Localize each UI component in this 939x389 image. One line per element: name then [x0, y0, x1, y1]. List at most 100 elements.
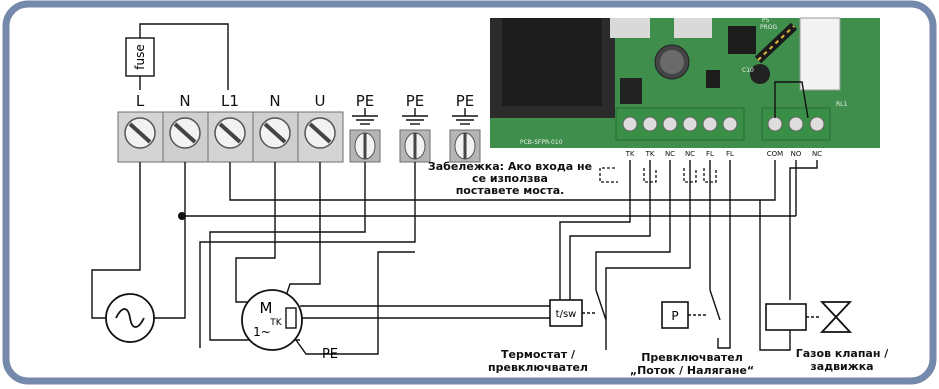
pressure-caption-1: Превключвател	[641, 351, 743, 364]
motor-phase: 1~	[253, 325, 271, 339]
transistor-1	[620, 78, 642, 104]
screw-U	[304, 117, 336, 149]
wire-pe-1	[209, 162, 366, 341]
pressure-caption-2: „Поток / Налягане“	[630, 364, 754, 377]
terminal-label-L1: L1	[221, 92, 239, 110]
terminal-label-PE3: PE	[456, 92, 475, 110]
wire-pe-2	[199, 162, 416, 348]
pin-label-4: NC	[685, 150, 695, 158]
thermostat-contact	[595, 289, 607, 321]
pcb-screw-7	[767, 116, 783, 132]
terminal-label-PE2: PE	[406, 92, 425, 110]
thermostat-caption-1: Термостат /	[501, 348, 576, 361]
pe-terminal-1	[349, 129, 381, 163]
pcb-model: PCB-SFPR-010	[520, 139, 563, 146]
pe-terminal-3	[449, 129, 481, 163]
pressure-box-label: P	[671, 309, 678, 323]
pcb-screw-9	[809, 116, 825, 132]
relay-loop-wire	[774, 81, 809, 119]
thermal-protector-icon	[285, 307, 297, 329]
junction-dot	[178, 212, 186, 220]
terminal-label-L: L	[136, 92, 145, 110]
pin-label-8: NO	[791, 150, 802, 158]
pcb-screw-6	[722, 116, 738, 132]
pin-label-7: COM	[767, 150, 783, 158]
gas-valve	[765, 301, 853, 333]
cap-label: C10	[742, 67, 754, 74]
fuse-label: fuse	[133, 44, 147, 69]
programming-lead-stripe	[757, 25, 795, 61]
relay-body	[799, 17, 841, 91]
screw-N	[169, 117, 201, 149]
pressure-box	[661, 301, 689, 329]
wire-nc-1	[595, 160, 671, 290]
bridge-marker-1	[599, 167, 618, 183]
ground-icon	[452, 108, 478, 125]
gas-valve-coil	[765, 303, 807, 331]
microcontroller-chip	[728, 26, 756, 54]
ground-icon	[352, 108, 378, 125]
screw-L	[124, 117, 156, 149]
thermostat-box-label: t/sw	[556, 309, 577, 320]
motor-circle	[241, 289, 303, 351]
note-line-1: Забележка: Ако входа не	[428, 160, 592, 173]
pin-label-3: NC	[665, 150, 675, 158]
fuse-symbol	[125, 37, 155, 77]
pcb-screw-8	[788, 116, 804, 132]
note-line-2: се използва	[472, 172, 548, 185]
motor-tk-label: TK	[269, 318, 282, 328]
terminal-label-N2: N	[269, 92, 280, 110]
relay-label: RL1	[836, 101, 848, 108]
wire-tk-2	[300, 160, 651, 319]
wire-source-n	[152, 216, 186, 319]
wire-l1-com	[229, 160, 776, 201]
gas-caption-1: Газов клапан /	[796, 347, 890, 360]
wire-nc-2	[605, 160, 691, 350]
screw-N2	[259, 117, 291, 149]
ic-small	[706, 70, 720, 88]
pin-label-6: FL	[726, 150, 734, 158]
motor-pe-label: PE	[322, 347, 338, 362]
pin-label-1: TK	[625, 150, 635, 158]
pin-label-2: TK	[645, 150, 655, 158]
wire-motor-n	[235, 162, 276, 303]
wire-nc-out	[789, 160, 818, 300]
valve-icon	[819, 301, 853, 333]
capacitor-c10	[750, 64, 770, 84]
terminal-label-U: U	[315, 92, 326, 110]
screw-L1	[214, 117, 246, 149]
wire-fl-2	[717, 160, 731, 349]
wiring	[91, 160, 818, 355]
connector-header-1	[610, 18, 650, 38]
note-line-3: поставете моста.	[456, 184, 565, 197]
pressure-switch: P	[661, 289, 721, 329]
fuse-wire	[139, 23, 229, 90]
pin-label-5: FL	[706, 150, 714, 158]
sine-wave-icon	[115, 308, 145, 328]
ac-source	[105, 293, 155, 343]
connector-header-2	[674, 18, 712, 38]
motor: M 1~ TK PE	[241, 289, 338, 362]
capacitor-top	[660, 50, 684, 74]
pin-label-9: NC	[812, 150, 822, 158]
ground-icon	[402, 108, 428, 125]
terminal-label-N: N	[179, 92, 190, 110]
pe-terminal-2	[399, 129, 431, 163]
wire-motor-u	[285, 162, 321, 297]
pcb-screw-1	[622, 116, 638, 132]
thermostat-switch: t/sw	[549, 289, 607, 327]
pcb-screw-3	[662, 116, 678, 132]
wire-tk-1	[300, 160, 631, 307]
gas-caption-2: задвижка	[810, 360, 873, 373]
wire-source-l	[91, 162, 141, 319]
wire-motor-pe	[295, 251, 415, 355]
thermostat-caption-2: превключвател	[488, 361, 588, 374]
motor-letter: M	[260, 299, 273, 317]
pressure-contact	[709, 289, 721, 321]
pcb-screw-4	[682, 116, 698, 132]
jumper-label: P5	[762, 17, 770, 24]
transformer-core	[502, 18, 602, 106]
power-terminal-block	[117, 108, 481, 163]
